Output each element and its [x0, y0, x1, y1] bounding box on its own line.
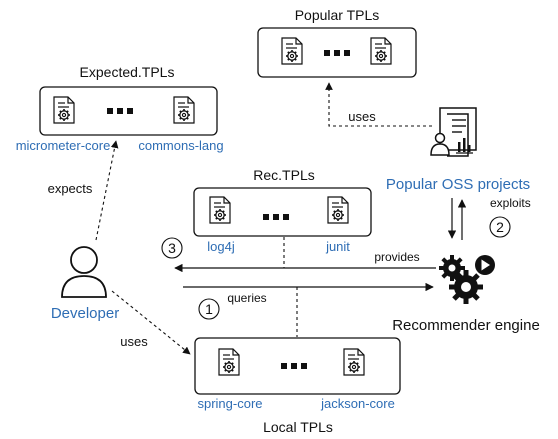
popular-tpls-group: Popular TPLs: [257, 7, 417, 78]
step-two-badge: 2: [489, 216, 511, 238]
queries-label: queries: [227, 291, 266, 305]
tpl-file-icon: [209, 196, 231, 224]
step-one-number: 1: [205, 301, 213, 317]
recommender-label: Recommender engine: [392, 317, 540, 334]
local-left-label: spring-core: [197, 396, 262, 411]
uses-local-edge: [111, 290, 191, 355]
local-right-label: jackson-core: [320, 396, 395, 411]
step-two-number: 2: [496, 219, 504, 235]
uses-local-label: uses: [120, 334, 148, 349]
ellipsis-icon: [281, 363, 307, 369]
tpl-file-icon: [370, 37, 392, 65]
popular-oss-label: Popular OSS projects: [386, 176, 530, 193]
tpl-file-icon: [343, 348, 365, 376]
ellipsis-icon: [324, 50, 350, 56]
tpl-file-icon: [53, 96, 75, 124]
step-one-badge: 1: [198, 298, 220, 320]
rec-tpls-title: Rec.TPLs: [253, 167, 314, 183]
ellipsis-icon: [263, 214, 289, 220]
expects-label: expects: [48, 181, 93, 196]
provides-label: provides: [374, 250, 419, 264]
rec-left-label: log4j: [207, 239, 235, 254]
expected-tpls-title: Expected.TPLs: [80, 64, 175, 80]
expected-left-label: micrometer-core: [16, 138, 111, 153]
developer-label: Developer: [51, 305, 119, 322]
step-three-number: 3: [168, 240, 176, 256]
local-tpls-title: Local TPLs: [263, 419, 333, 435]
exploits-label: exploits: [490, 196, 531, 210]
ellipsis-icon: [107, 108, 133, 114]
tpl-file-icon: [173, 96, 195, 124]
expected-tpls-group: Expected.TPLs micrometer-core commons-la…: [16, 64, 224, 153]
popular-tpls-title: Popular TPLs: [295, 7, 380, 23]
step-three-badge: 3: [161, 237, 183, 259]
uses-popular-edge: [325, 82, 432, 127]
document-user-chart-icon: [430, 107, 477, 157]
uses-popular-label: uses: [348, 109, 376, 124]
rec-tpls-box: [193, 187, 372, 237]
expects-edge: [95, 140, 119, 241]
tpl-file-icon: [327, 196, 349, 224]
person-icon: [61, 246, 107, 298]
rec-tpls-group: Rec.TPLs log4j junit: [193, 167, 372, 254]
tpl-file-icon: [218, 348, 240, 376]
expected-right-label: commons-lang: [138, 138, 223, 153]
gears-play-icon: [439, 255, 495, 304]
tpl-file-icon: [281, 37, 303, 65]
local-tpls-group: spring-core jackson-core Local TPLs: [194, 337, 401, 435]
rec-right-label: junit: [325, 239, 350, 254]
